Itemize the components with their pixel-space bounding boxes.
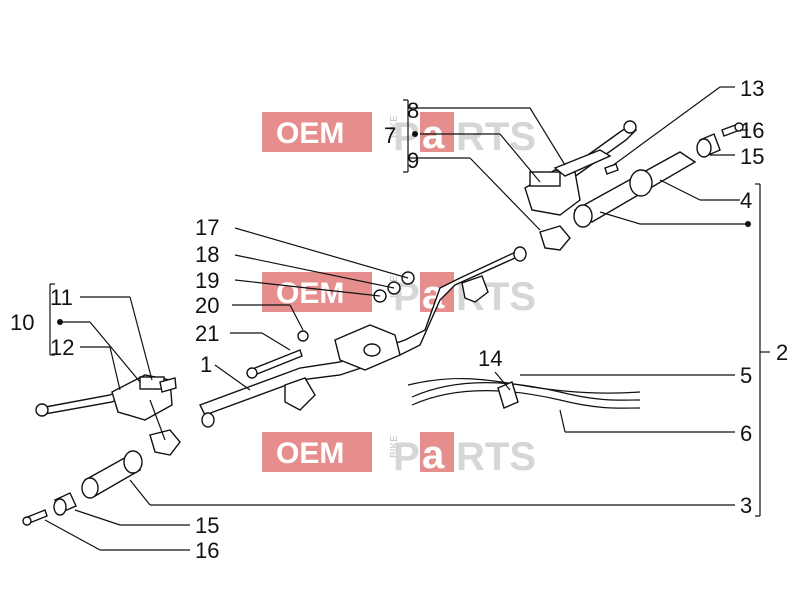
svg-text:a: a (422, 273, 445, 317)
label-19: 19 (195, 268, 219, 293)
right-bar-end (696, 133, 721, 158)
label-16-right: 16 (740, 118, 764, 143)
label-11: 11 (50, 285, 73, 310)
label-15-right: 15 (740, 144, 764, 169)
right-clamp (539, 225, 571, 251)
label-4: 4 (740, 188, 752, 213)
label-10: 10 (10, 310, 34, 335)
svg-text:a: a (422, 113, 445, 157)
label-3: 3 (740, 493, 752, 518)
svg-text:RTS: RTS (456, 115, 536, 159)
left-clamp (149, 429, 181, 456)
svg-text:OEM: OEM (276, 117, 344, 150)
label-16-left: 16 (195, 538, 219, 563)
part-labels: 1 21 20 19 18 17 8 7 9 13 16 15 4 2 5 6 … (10, 76, 788, 563)
svg-text:BIKE: BIKE (389, 435, 400, 458)
left-bar-end (53, 492, 77, 516)
label-2: 2 (776, 340, 788, 365)
center-clamp (334, 324, 401, 371)
label-14: 14 (478, 346, 502, 371)
right-grip (573, 151, 697, 228)
label-9: 9 (407, 148, 419, 173)
watermark-middle: OEM BIKE P a RTS (262, 272, 536, 319)
svg-text:P: P (393, 435, 420, 479)
leader-lines (44, 86, 770, 551)
watermark-bottom: OEM BIKE P a RTS (262, 432, 536, 479)
label-18: 18 (195, 242, 219, 267)
label-20: 20 (195, 293, 219, 318)
label-15-left: 15 (195, 513, 219, 538)
label-8: 8 (407, 98, 419, 123)
svg-text:RTS: RTS (456, 435, 536, 479)
label-5: 5 (740, 363, 752, 388)
label-1: 1 (200, 352, 212, 377)
washer-20 (297, 330, 309, 342)
right-pin (604, 163, 619, 175)
label-6: 6 (740, 421, 752, 446)
left-master-cylinder (111, 374, 177, 421)
svg-text:BIKE: BIKE (389, 115, 400, 138)
svg-text:OEM: OEM (276, 437, 344, 470)
left-grip (81, 450, 143, 499)
left-screw (22, 509, 48, 526)
label-12: 12 (50, 335, 74, 360)
label-21: 21 (195, 321, 219, 346)
label-13: 13 (740, 76, 764, 101)
watermark-top: OEM BIKE P a RTS (262, 112, 536, 159)
svg-text:a: a (422, 433, 445, 477)
brake-cables (407, 377, 641, 409)
label-7: 7 (384, 123, 396, 148)
bolt (246, 349, 303, 379)
svg-text:P: P (393, 115, 420, 159)
label-17: 17 (195, 215, 219, 240)
